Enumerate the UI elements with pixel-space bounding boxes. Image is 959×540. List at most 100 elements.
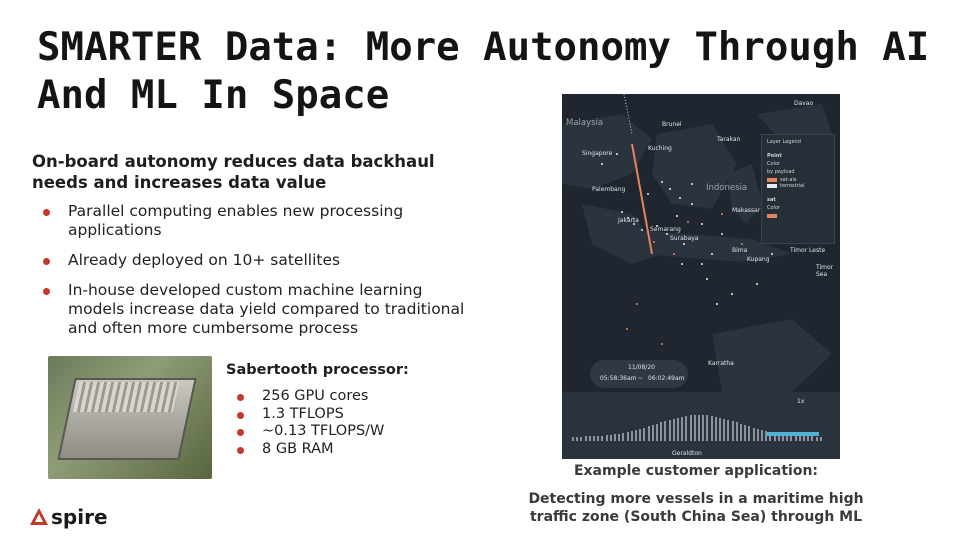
landmass <box>727 164 762 224</box>
legend-sat-color: Color <box>767 205 781 211</box>
legend-title: Layer Legend <box>767 139 801 145</box>
histogram-bar <box>639 428 642 441</box>
landmass <box>622 229 792 262</box>
map-label: Malaysia <box>566 118 604 128</box>
map-label: Indonesia <box>706 183 748 193</box>
time-separator: ~ <box>638 375 644 382</box>
histogram-bar <box>803 436 805 441</box>
histogram-bar <box>693 415 696 441</box>
map-label: Timor Leste <box>790 247 826 254</box>
map-canvas <box>562 94 832 392</box>
histogram-bar <box>643 427 646 441</box>
time-start: 05:58:36am <box>600 375 637 382</box>
histogram-bar <box>584 436 587 441</box>
histogram-bar <box>719 417 721 441</box>
time-date: 11/08/20 <box>628 364 655 371</box>
slide-title: SMARTER Data: More Autonomy Through AI A… <box>37 25 930 118</box>
histogram-bar <box>622 432 625 441</box>
bullet-item: In-house developed custom machine learni… <box>32 281 472 338</box>
landmass <box>562 114 652 189</box>
landmass <box>712 319 832 392</box>
histogram-bar <box>618 433 621 441</box>
legend-point: Point <box>767 153 782 159</box>
histogram-bar <box>593 436 595 441</box>
histogram-bar <box>710 416 713 441</box>
histogram-bar <box>819 436 822 441</box>
timeline-histogram[interactable]: 1x <box>562 392 840 459</box>
processor-photo <box>48 356 212 479</box>
map-label: Surabaya <box>670 235 699 242</box>
histogram-bar <box>597 435 600 441</box>
spec-item: 8 GB RAM <box>226 441 384 459</box>
histogram-bar <box>773 432 776 441</box>
histogram-bar <box>664 421 667 441</box>
legend-item: terrestrial <box>780 183 805 189</box>
legend-sat: sat <box>767 197 776 203</box>
legend-by-payload: by payload <box>767 169 795 175</box>
histogram-bar <box>790 435 793 441</box>
histogram-bar <box>777 433 780 441</box>
processor-title: Sabertooth processor: <box>226 362 409 378</box>
histogram-bar <box>807 436 810 441</box>
histogram-bar <box>630 431 633 441</box>
bullet-list: Parallel computing enables new processin… <box>32 202 472 349</box>
timeline-selection[interactable] <box>767 432 819 436</box>
legend-color: Color <box>767 161 781 167</box>
histogram-bar <box>635 430 637 441</box>
vessel-track <box>623 94 633 135</box>
spec-item: 1.3 TFLOPS <box>226 406 384 424</box>
legend-swatch <box>767 184 777 188</box>
histogram-bar <box>811 436 814 441</box>
vessel-map-screenshot[interactable]: Malaysia Brunei Davao Tarakan Kuching Si… <box>562 94 840 459</box>
processor-specs: 256 GPU cores 1.3 TFLOPS ~0.13 TFLOPS/W … <box>226 388 384 458</box>
histogram-bar <box>702 415 705 441</box>
map-label: Singapore <box>582 150 613 157</box>
map-label: Karratha <box>708 360 734 367</box>
map-label: Kuching <box>648 145 672 152</box>
histogram-bar <box>744 425 747 441</box>
histogram-bar <box>698 415 700 441</box>
layer-legend-panel[interactable]: Layer Legend Point Color by payload sat-… <box>761 134 835 244</box>
map-label: Timor Sea <box>816 264 834 278</box>
histogram-bar <box>614 434 616 441</box>
playback-speed[interactable]: 1x <box>797 398 805 405</box>
histogram-bar <box>761 430 763 441</box>
histogram-bar <box>798 435 801 441</box>
spire-logo: spire <box>30 505 110 530</box>
histogram-bar <box>605 435 608 441</box>
histogram-bar <box>609 434 612 441</box>
histogram-bar <box>723 418 726 441</box>
spire-logo-mark <box>30 508 48 525</box>
histogram-bar <box>647 426 650 441</box>
histogram-bar <box>714 416 717 441</box>
spire-wordmark: spire <box>51 505 108 529</box>
histogram-bar <box>576 436 579 441</box>
histogram-bar <box>706 415 709 441</box>
landmass <box>652 124 737 209</box>
caption-text: Detecting more vessels in a maritime hig… <box>528 491 864 525</box>
legend-swatch <box>767 178 777 182</box>
histogram-bar <box>727 419 730 441</box>
bullet-item: Parallel computing enables new processin… <box>32 202 472 240</box>
legend-item: sat-ais <box>780 177 797 183</box>
histogram-bar <box>588 436 591 441</box>
subheading: On-board autonomy reduces data backhaul … <box>32 152 435 192</box>
legend-swatch <box>767 214 777 218</box>
map-label: Kupang <box>747 256 770 263</box>
histogram-bar <box>656 423 658 441</box>
time-range-display[interactable]: 11/08/20 05:58:36am ~ 06:02:49am <box>590 360 688 388</box>
histogram-bar <box>769 431 772 441</box>
map-label: Geraldton <box>672 450 702 457</box>
spec-item: ~0.13 TFLOPS/W <box>226 423 384 441</box>
histogram-bar <box>677 417 679 441</box>
histogram-bar <box>731 421 734 441</box>
time-end: 06:02:49am <box>648 375 685 382</box>
caption-heading: Example customer application: <box>573 463 819 479</box>
map-label: Davao <box>794 100 814 107</box>
histogram-bar <box>672 418 675 441</box>
histogram-bar <box>782 434 784 441</box>
processor-fins <box>72 382 180 412</box>
map-label: Makassar <box>732 207 761 214</box>
histogram-bar <box>689 415 692 441</box>
map-label: Palembang <box>592 186 626 193</box>
